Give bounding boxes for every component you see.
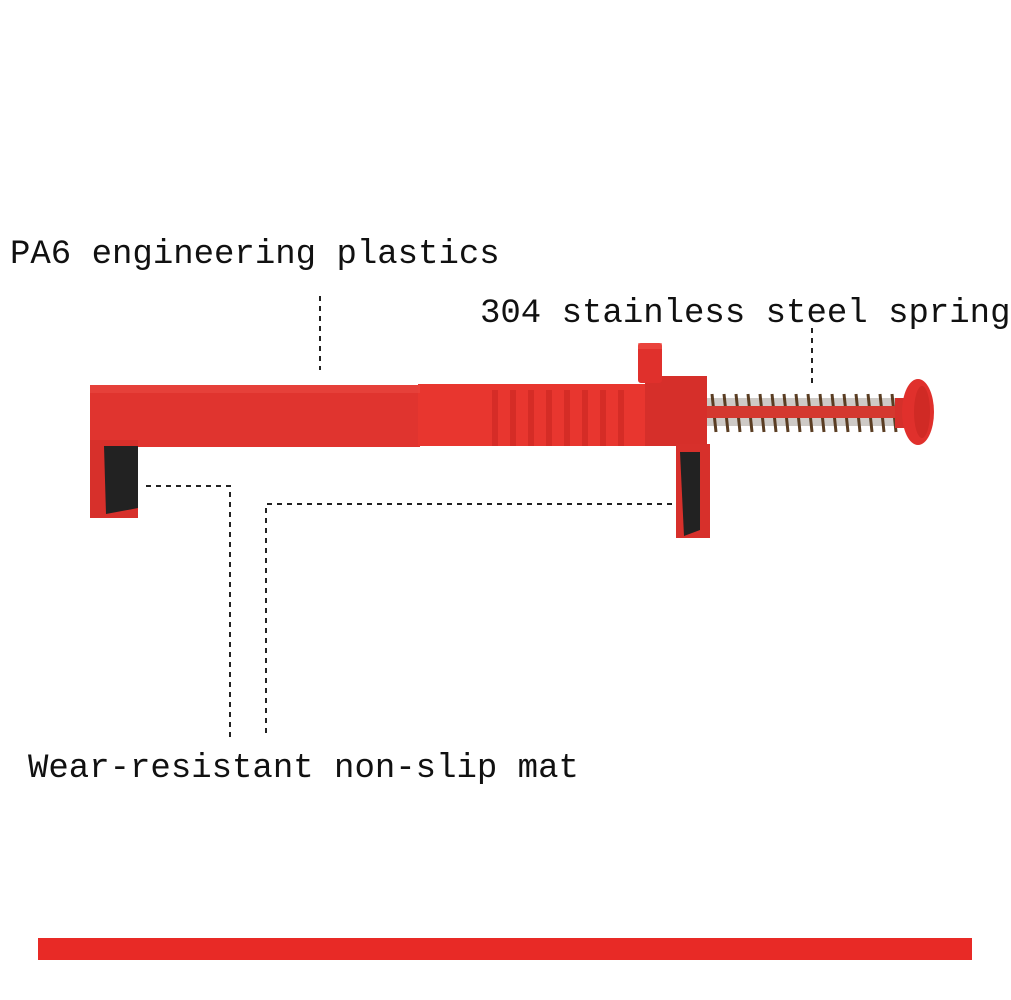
main-bar: [90, 343, 707, 447]
callout-lines: [146, 296, 813, 738]
label-non-slip-mat: Wear-resistant non-slip mat: [28, 750, 579, 788]
left-jaw: [90, 440, 138, 518]
label-stainless-spring: 304 stainless steel spring: [480, 295, 1011, 333]
label-pa6-plastics: PA6 engineering plastics: [10, 236, 500, 274]
left-mat-icon: [104, 446, 138, 514]
callout-line-mat-left: [146, 485, 231, 738]
right-mat-icon: [680, 452, 700, 536]
callout-line-mat-right: [265, 503, 672, 738]
end-knob-icon: [895, 379, 934, 445]
bottom-accent-bar: [38, 938, 972, 960]
right-jaw: [676, 444, 710, 538]
spring-icon: [705, 393, 905, 433]
